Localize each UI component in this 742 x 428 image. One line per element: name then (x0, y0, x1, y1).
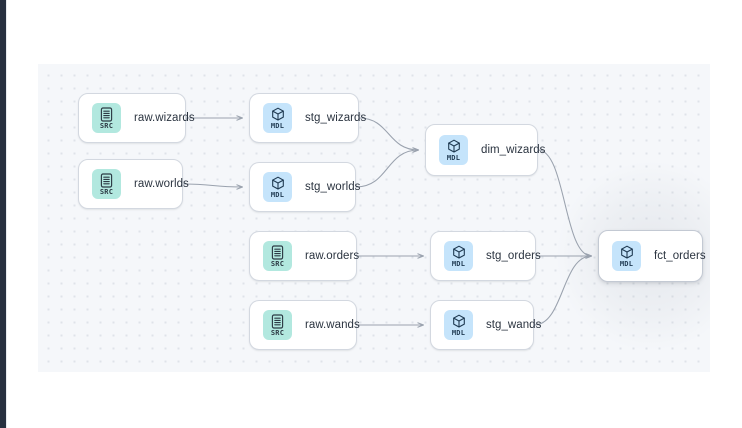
node-label: dim_wizards (481, 144, 546, 156)
graph-node-raw_worlds[interactable]: SRC raw.worlds (78, 159, 189, 209)
graph-node-raw_wizards[interactable]: SRC raw.wizards (78, 93, 195, 143)
graph-edge-stg_wands-to-fct_orders (533, 256, 592, 326)
node-kind-tag: MDL (451, 328, 466, 337)
graph-node-stg_wands[interactable]: MDL stg_wands (430, 300, 541, 350)
node-label: raw.orders (305, 250, 360, 262)
node-label: raw.wizards (134, 112, 195, 124)
database-icon: SRC (92, 169, 121, 199)
left-rail-divider (6, 0, 7, 428)
cube-icon: MDL (263, 103, 292, 133)
node-kind-tag: SRC (270, 259, 285, 268)
node-kind-tag: MDL (270, 190, 285, 199)
node-kind-tag: MDL (270, 121, 285, 130)
graph-node-raw_orders[interactable]: SRC raw.orders (249, 231, 360, 281)
database-icon: SRC (263, 241, 292, 271)
graph-node-dim_wizards[interactable]: MDL dim_wizards (425, 124, 545, 176)
database-icon: SRC (263, 310, 292, 340)
node-label: raw.wands (305, 319, 360, 331)
graph-node-stg_wizards[interactable]: MDL stg_wizards (249, 93, 366, 143)
cube-icon: MDL (439, 135, 468, 165)
node-label: stg_worlds (305, 181, 361, 193)
node-kind-tag: MDL (451, 259, 466, 268)
left-rail (0, 0, 6, 428)
database-icon: SRC (92, 103, 121, 133)
graph-node-fct_orders[interactable]: MDL fct_orders (598, 230, 706, 282)
cube-icon: MDL (263, 172, 292, 202)
node-kind-tag: SRC (99, 187, 114, 196)
cube-icon: MDL (444, 241, 473, 271)
graph-edge-stg_wizards-to-dim_wizards (358, 117, 419, 150)
graph-edge-dim_wizards-to-fct_orders (537, 149, 592, 256)
cube-icon: MDL (444, 310, 473, 340)
graph-node-stg_orders[interactable]: MDL stg_orders (430, 231, 541, 281)
node-label: stg_wizards (305, 112, 367, 124)
node-kind-tag: MDL (446, 153, 461, 162)
edge-layer (182, 64, 710, 372)
node-kind-tag: SRC (99, 121, 114, 130)
graph-node-stg_worlds[interactable]: MDL stg_worlds (249, 162, 360, 212)
cube-icon: MDL (612, 241, 641, 271)
node-label: fct_orders (654, 250, 706, 262)
node-label: stg_wands (486, 319, 542, 331)
node-kind-tag: MDL (619, 259, 634, 268)
node-label: raw.worlds (134, 178, 189, 190)
node-kind-tag: SRC (270, 328, 285, 337)
graph-edge-stg_worlds-to-dim_wizards (355, 150, 419, 188)
graph-edge-raw_worlds-to-stg_worlds (182, 183, 243, 187)
node-label: stg_orders (486, 250, 541, 262)
graph-node-raw_wands[interactable]: SRC raw.wands (249, 300, 360, 350)
